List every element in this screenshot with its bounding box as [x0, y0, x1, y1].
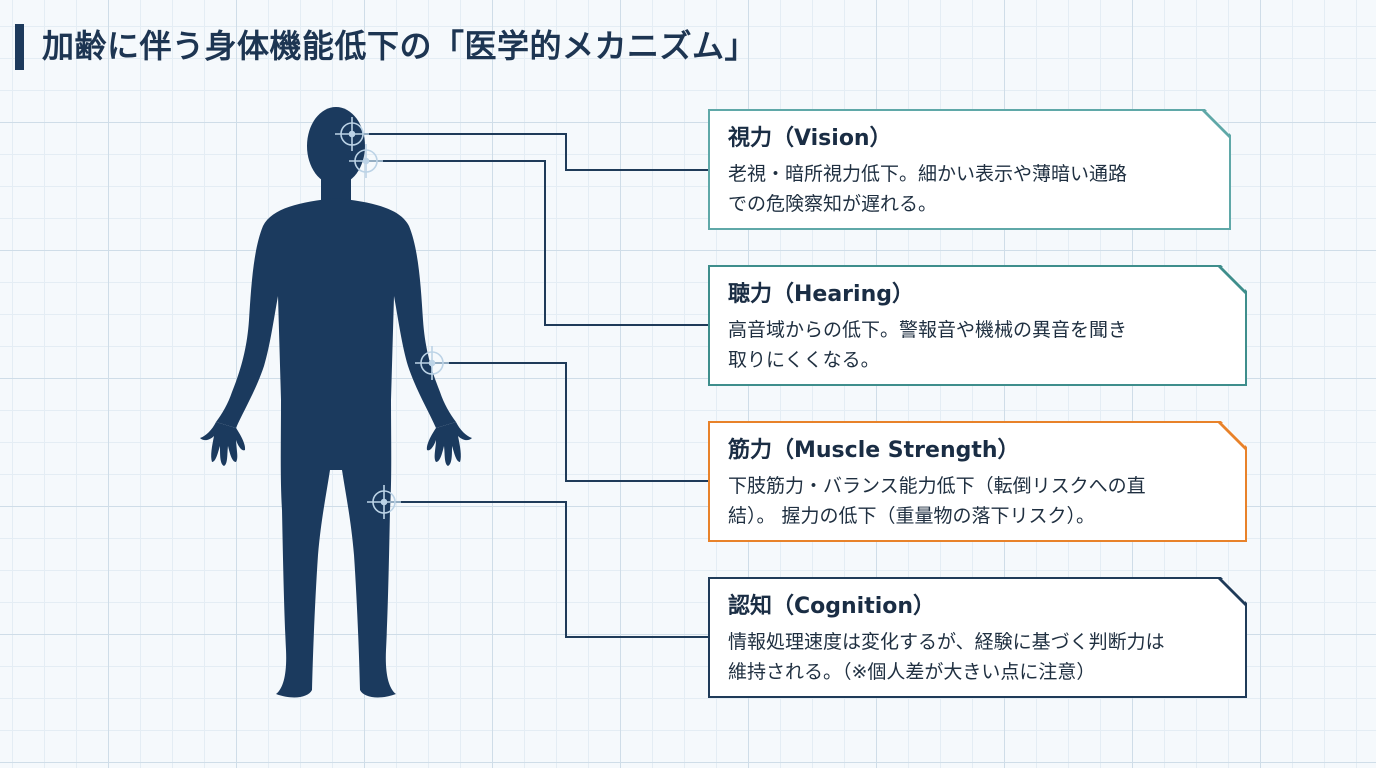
- vision-card-title: 視力（Vision）: [728, 126, 892, 151]
- muscle-strength-card-description: 下肢筋力・バランス能力低下（転倒リスクへの直 結）。 握力の低下（重量物の落下リ…: [728, 475, 1146, 527]
- card-corner-accent: [1209, 265, 1247, 303]
- crosshair-icon: [335, 117, 369, 151]
- card-corner-accent: [1193, 109, 1231, 147]
- page-title: 加齢に伴う身体機能低下の「医学的メカニズム」: [42, 27, 758, 65]
- cognition-card-description: 情報処理速度は変化するが、経験に基づく判断力は 維持される。（※個人差が大きい点…: [728, 631, 1165, 683]
- cognition-card: 認知（Cognition） 情報処理速度は変化するが、経験に基づく判断力は 維持…: [708, 577, 1247, 698]
- hearing-card: 聴力（Hearing） 高音域からの低下。警報音や機械の異音を聞き 取りにくくな…: [708, 265, 1247, 386]
- muscle-strength-card-title: 筋力（Muscle Strength）: [728, 438, 1020, 463]
- vision-card: 視力（Vision） 老視・暗所視力低下。細かい表示や薄暗い通路 での危険察知が…: [708, 109, 1231, 230]
- connector-lines: [352, 133, 708, 638]
- hearing-card-description: 高音域からの低下。警報音や機械の異音を聞き 取りにくくなる。: [728, 319, 1128, 371]
- human-silhouette: [200, 107, 472, 698]
- title-accent-bar: [15, 24, 24, 70]
- cognition-connector: [384, 501, 708, 638]
- vision-card-description: 老視・暗所視力低下。細かい表示や薄暗い通路 での危険察知が遅れる。: [728, 163, 1128, 215]
- hearing-connector: [366, 160, 708, 326]
- muscle-connector: [432, 362, 708, 482]
- card-corner-accent: [1209, 421, 1247, 459]
- crosshair-icon: [349, 144, 383, 178]
- crosshair-icon: [367, 485, 401, 519]
- crosshair-icon: [415, 346, 449, 380]
- hearing-card-title: 聴力（Hearing）: [728, 282, 914, 307]
- card-corner-accent: [1209, 577, 1247, 615]
- cognition-card-title: 認知（Cognition）: [728, 594, 936, 619]
- vision-connector: [352, 133, 708, 171]
- muscle-strength-card: 筋力（Muscle Strength） 下肢筋力・バランス能力低下（転倒リスクへ…: [708, 421, 1247, 542]
